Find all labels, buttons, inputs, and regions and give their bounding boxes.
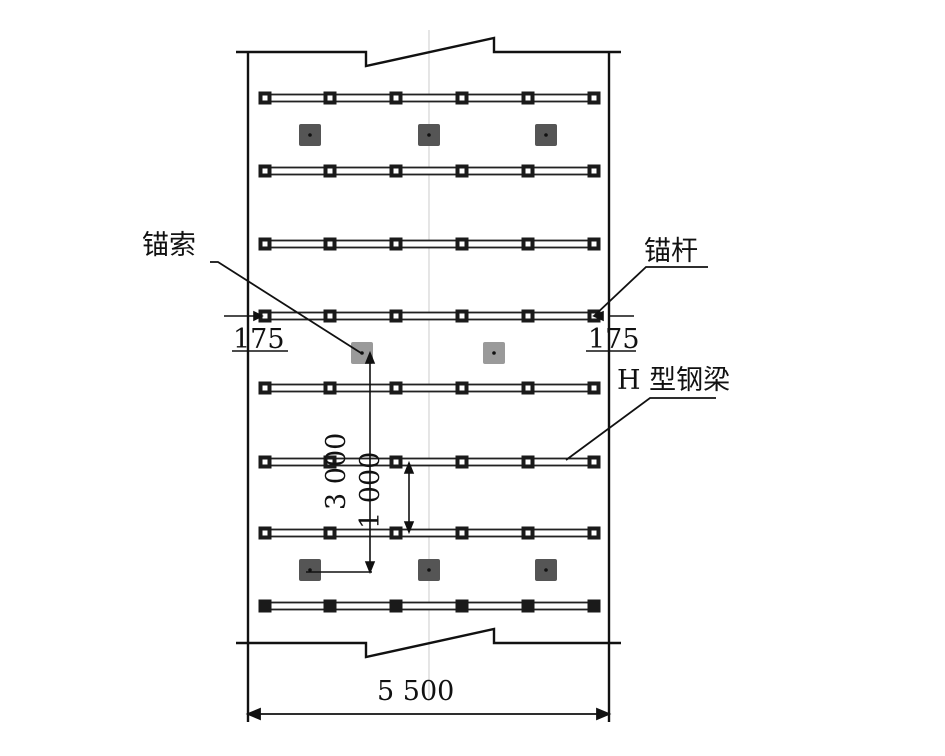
h-steel-beam-leader bbox=[565, 397, 716, 461]
anchor-bolt-hole bbox=[591, 241, 597, 247]
h-steel-beam bbox=[258, 599, 601, 613]
anchor-cable-center bbox=[544, 568, 548, 572]
h-steel-beam bbox=[258, 455, 601, 469]
anchor-bolt-hole bbox=[327, 313, 333, 319]
beam-body bbox=[264, 383, 595, 393]
beam-body bbox=[264, 93, 595, 103]
anchor-bolt bbox=[323, 599, 337, 613]
dim-cable-spacing: 3 000 bbox=[321, 433, 352, 510]
anchor-bolt bbox=[587, 599, 601, 613]
anchor-bolt-hole bbox=[525, 95, 531, 101]
h-steel-beam bbox=[258, 381, 601, 395]
anchor-bolt-hole bbox=[459, 459, 465, 465]
h-steel-beam bbox=[258, 91, 601, 105]
anchor-bolt-hole bbox=[393, 313, 399, 319]
anchor-bolt-hole bbox=[262, 168, 268, 174]
anchor-bolt-hole bbox=[591, 530, 597, 536]
anchor-cable-center bbox=[427, 568, 431, 572]
anchor-bolt-hole bbox=[262, 313, 268, 319]
width-dimension bbox=[245, 707, 612, 721]
beam-body bbox=[264, 601, 595, 611]
anchor-cable-center bbox=[544, 133, 548, 137]
anchor-bolt-hole bbox=[459, 385, 465, 391]
anchor-bolt-hole bbox=[591, 168, 597, 174]
h-steel-beam bbox=[258, 164, 601, 178]
anchor-cable-center bbox=[308, 568, 312, 572]
anchor-bolt bbox=[389, 599, 403, 613]
leader-lines bbox=[210, 261, 716, 461]
anchor-bolt bbox=[258, 599, 272, 613]
anchor-bolt-hole bbox=[525, 459, 531, 465]
beam-body bbox=[264, 311, 595, 321]
h-steel-beam bbox=[258, 309, 601, 323]
anchor-bolt bbox=[455, 599, 469, 613]
anchor-bolt-hole bbox=[525, 168, 531, 174]
anchor-bolt-hole bbox=[327, 385, 333, 391]
dim-edge-left: 175 bbox=[233, 324, 285, 355]
roadway-outline bbox=[236, 36, 621, 722]
anchor-bolt-hole bbox=[459, 95, 465, 101]
label-h-steel-beam: H 型钢梁 bbox=[617, 365, 730, 396]
anchor-bolt-hole bbox=[327, 459, 333, 465]
anchor-bolt-hole bbox=[459, 313, 465, 319]
anchor-bolt-hole bbox=[393, 530, 399, 536]
anchor-bolt-leader bbox=[593, 266, 708, 317]
anchor-bolt bbox=[521, 599, 535, 613]
anchor-bolt-hole bbox=[393, 459, 399, 465]
anchor-bolt-hole bbox=[591, 459, 597, 465]
beam-spacing-dimension bbox=[403, 460, 415, 535]
anchor-bolt-hole bbox=[591, 385, 597, 391]
anchor-bolt-hole bbox=[327, 530, 333, 536]
anchor-bolt-hole bbox=[262, 241, 268, 247]
anchor-bolt-hole bbox=[525, 241, 531, 247]
anchor-bolt-hole bbox=[459, 241, 465, 247]
anchor-cable-center bbox=[492, 351, 496, 355]
beam-body bbox=[264, 528, 595, 538]
anchor-bolt-hole bbox=[525, 530, 531, 536]
cable-spacing-dimension bbox=[306, 350, 376, 575]
anchor-bolt-hole bbox=[525, 385, 531, 391]
anchor-cables bbox=[299, 124, 557, 581]
dim-beam-spacing: 1 000 bbox=[355, 452, 386, 529]
beam-body bbox=[264, 166, 595, 176]
label-anchor-bolt: 锚杆 bbox=[644, 236, 698, 267]
anchor-bolt-hole bbox=[393, 241, 399, 247]
edge-dimension-marks bbox=[224, 310, 636, 352]
anchor-cable-center bbox=[427, 133, 431, 137]
anchor-cable-leader bbox=[210, 261, 362, 354]
dim-roadway-width: 5 500 bbox=[377, 676, 454, 707]
h-steel-beam bbox=[258, 526, 601, 540]
label-anchor-cable: 锚索 bbox=[142, 230, 196, 261]
anchor-bolt-hole bbox=[525, 313, 531, 319]
anchor-bolt-hole bbox=[591, 95, 597, 101]
anchor-cable-center bbox=[308, 133, 312, 137]
h-steel-beams bbox=[258, 91, 601, 613]
beam-body bbox=[264, 239, 595, 249]
anchor-bolt-hole bbox=[393, 168, 399, 174]
anchor-bolt-hole bbox=[459, 168, 465, 174]
anchor-bolt-hole bbox=[327, 95, 333, 101]
beam-body bbox=[264, 457, 595, 467]
anchor-bolt-hole bbox=[262, 530, 268, 536]
anchor-bolt-hole bbox=[393, 385, 399, 391]
h-steel-beam bbox=[258, 237, 601, 251]
dim-edge-right: 175 bbox=[588, 324, 640, 355]
anchor-bolt-hole bbox=[327, 168, 333, 174]
anchor-bolt-hole bbox=[327, 241, 333, 247]
anchor-bolt-hole bbox=[262, 385, 268, 391]
anchor-bolt-hole bbox=[393, 95, 399, 101]
anchor-bolt-hole bbox=[262, 95, 268, 101]
anchor-bolt-hole bbox=[459, 530, 465, 536]
anchor-bolt-hole bbox=[262, 459, 268, 465]
